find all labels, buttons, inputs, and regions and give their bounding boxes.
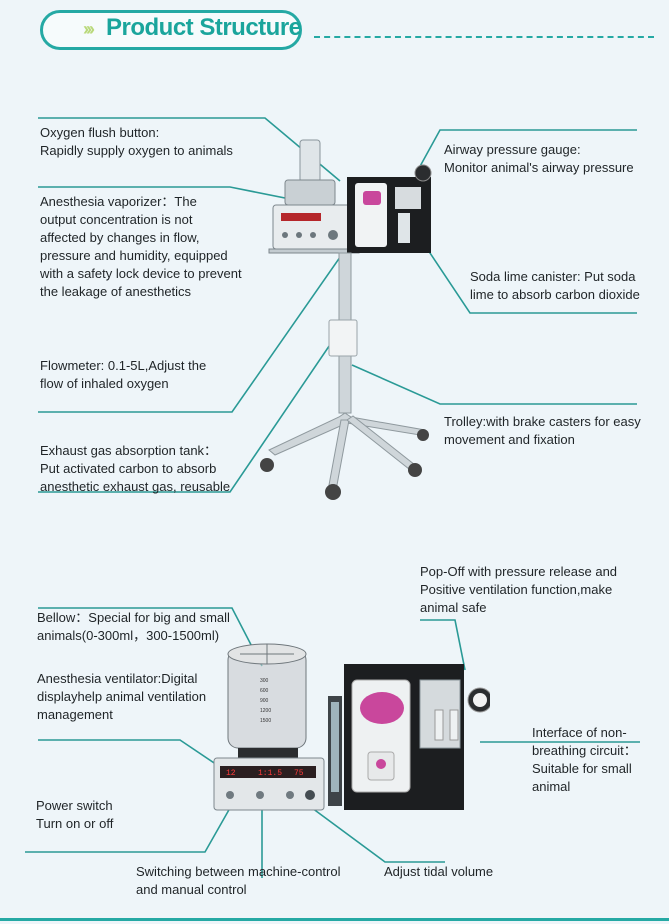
label-vaporizer: Anesthesia vaporizer：The output concentr…	[40, 194, 242, 299]
svg-text:1200: 1200	[260, 708, 271, 714]
label-soda-lime: Soda lime canister: Put soda lime to abs…	[470, 269, 640, 302]
line-popoff	[420, 619, 466, 671]
line-trolley	[351, 364, 637, 405]
label-oxygen-flush: Oxygen flush button: Rapidly supply oxyg…	[40, 125, 233, 158]
label-trolley: Trolley:with brake casters for easy move…	[444, 414, 641, 447]
line-power	[25, 807, 231, 853]
label-switching: Switching between machine-control and ma…	[136, 864, 341, 897]
label-interface: Interface of non- breathing circuit： Sui…	[532, 725, 637, 794]
svg-text:600: 600	[260, 688, 269, 694]
chevrons-icon: ›››	[83, 19, 95, 39]
header-divider	[314, 36, 654, 38]
line-soda	[419, 237, 637, 314]
line-ventilator	[38, 739, 233, 776]
svg-text:900: 900	[260, 698, 269, 704]
line-airway	[417, 129, 637, 171]
title-banner: ›››	[40, 10, 302, 50]
label-power-switch: Power switch Turn on or off	[36, 798, 114, 831]
bellow-scale: 300 600 900 1200 1500	[260, 678, 271, 724]
label-exhaust: Exhaust gas absorption tank： Put activat…	[40, 443, 231, 494]
line-flowmeter	[38, 239, 353, 413]
label-bellow: Bellow：Special for big and small animals…	[37, 610, 230, 643]
anesthesia-machine-illustration	[260, 139, 432, 500]
line-tidal	[311, 807, 445, 863]
svg-text:300: 300	[260, 678, 269, 684]
page-title: Product Structure	[106, 14, 302, 41]
label-ventilator: Anesthesia ventilator:Digital displayhel…	[37, 671, 207, 722]
footer-divider	[0, 918, 669, 921]
display-volume: 75	[294, 769, 304, 778]
label-pop-off: Pop-Off with pressure release and Positi…	[420, 564, 618, 615]
display-rate: 12	[226, 769, 236, 778]
label-flowmeter: Flowmeter: 0.1-5L,Adjust the flow of inh…	[40, 358, 207, 391]
ventilator-illustration: 300 600 900 1200 1500 12 1:1.5 75	[213, 643, 490, 811]
line-exhaust	[38, 329, 341, 493]
svg-text:1500: 1500	[260, 718, 271, 724]
label-tidal-volume: Adjust tidal volume	[384, 864, 494, 879]
label-airway-gauge: Airway pressure gauge: Monitor animal's …	[444, 142, 634, 175]
display-ratio: 1:1.5	[258, 769, 282, 778]
